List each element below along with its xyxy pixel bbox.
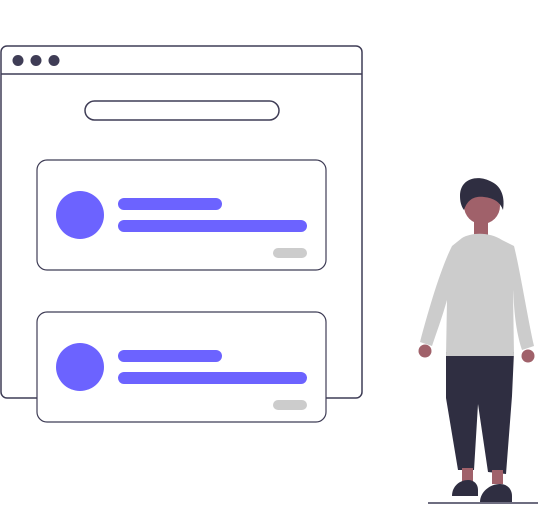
text-line-placeholder	[118, 372, 307, 384]
title-line-placeholder	[118, 350, 222, 362]
content-card-frame	[36, 159, 327, 271]
window-control-dot-icon	[48, 55, 60, 66]
avatar-circle-icon	[56, 191, 104, 239]
avatar-circle-icon	[56, 343, 104, 391]
person-left-shoe	[452, 480, 478, 496]
person-left-hand	[418, 344, 432, 358]
person-standing-icon	[418, 178, 538, 504]
content-card	[36, 311, 327, 423]
person-shirt	[420, 233, 534, 356]
content-card	[36, 159, 327, 271]
search-bar-placeholder	[84, 100, 280, 121]
person-right-ankle	[492, 470, 503, 484]
window-control-dot-icon	[30, 55, 42, 66]
person-hair	[460, 178, 504, 210]
person-left-ankle	[462, 468, 473, 482]
content-card-frame	[36, 311, 327, 423]
title-line-placeholder	[118, 198, 222, 210]
person-pants	[446, 352, 514, 474]
person-right-shoe	[480, 484, 512, 502]
button-placeholder	[273, 400, 307, 410]
person-right-hand	[521, 349, 535, 363]
text-line-placeholder	[118, 220, 307, 232]
button-placeholder	[273, 248, 307, 258]
window-control-dot-icon	[12, 55, 24, 66]
